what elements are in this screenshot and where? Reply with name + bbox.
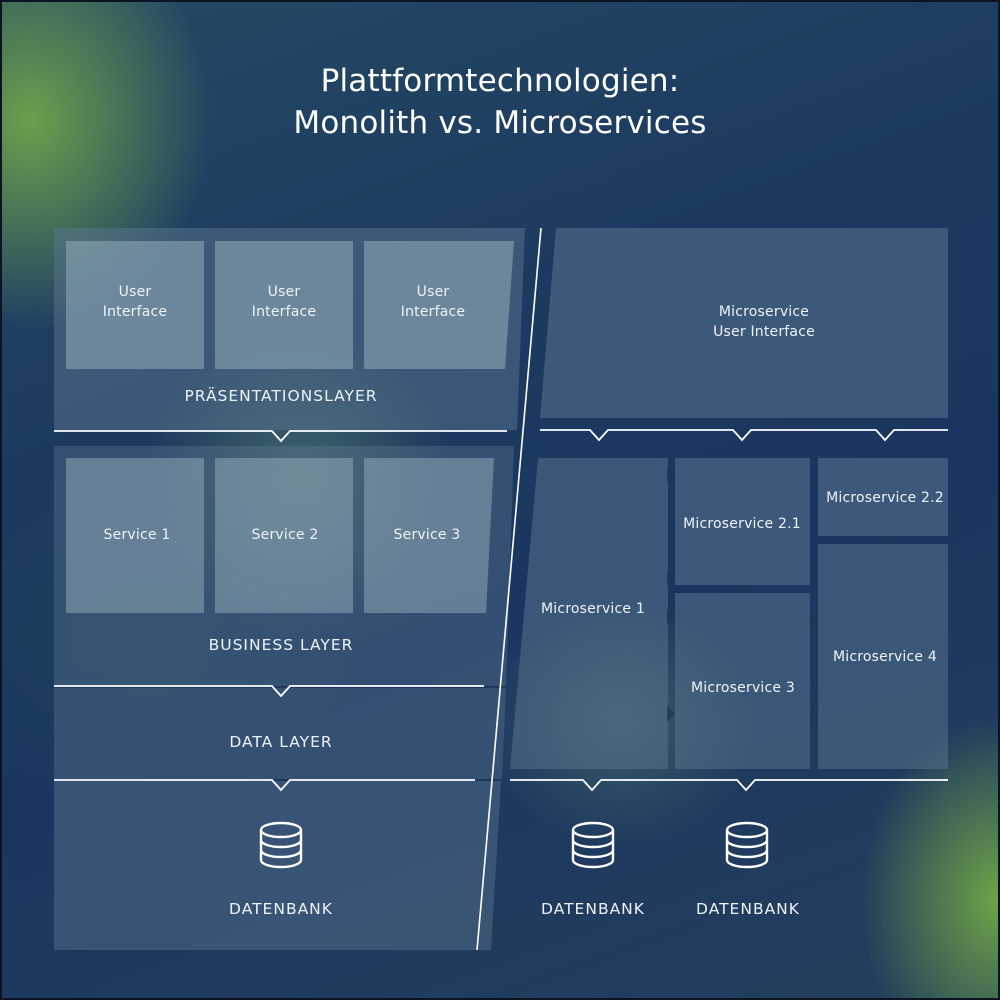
database-icon (571, 821, 615, 869)
service-2-label: Service 2 (252, 527, 319, 543)
microservice-2-1-box (675, 458, 810, 585)
microservice-database-label-1: DATENBANK (541, 900, 645, 918)
user-interface-2-line-2: Interface (252, 304, 316, 320)
service-1-box (66, 458, 204, 613)
microservice-1-box (510, 458, 668, 769)
ui-to-services-connector (540, 429, 948, 442)
microservice-3-box (675, 593, 810, 769)
user-interface-2-line-1: User (268, 284, 301, 300)
user-interface-box-3 (364, 241, 514, 369)
business-layer-label: BUSINESS LAYER (209, 636, 354, 654)
monolith-database-label: DATENBANK (229, 900, 333, 918)
user-interface-box-1 (66, 241, 204, 369)
microservice-2-1-label: Microservice 2.1 (683, 516, 801, 532)
microservice-ui-line-1: Microservice (719, 304, 809, 320)
presentation-layer-label: PRÄSENTATIONSLAYER (184, 386, 377, 405)
service-3-box (364, 458, 494, 613)
microservice-ui-line-2: User Interface (713, 324, 815, 340)
microservice-database-label-2: DATENBANK (696, 900, 800, 918)
service-2-box (215, 458, 353, 613)
business-to-data-connector (54, 685, 484, 698)
services-to-databases-connector (510, 779, 948, 792)
section-divider (476, 227, 542, 951)
database-icon (725, 821, 769, 869)
service-3-label: Service 3 (394, 527, 461, 543)
user-interface-3-line-2: Interface (401, 304, 465, 320)
title-line-1: Plattformtechnologien: (320, 63, 680, 99)
data-layer-panel (54, 688, 506, 779)
microservice-4-label: Microservice 4 (833, 649, 937, 665)
database-layer-panel (54, 781, 501, 950)
user-interface-3-line-1: User (417, 284, 450, 300)
service-1-label: Service 1 (104, 527, 171, 543)
title-line-2: Monolith vs. Microservices (293, 105, 707, 141)
user-interface-box-2 (215, 241, 353, 369)
user-interface-1-line-2: Interface (103, 304, 167, 320)
microservices-architecture: Microservice User Interface Mic (510, 228, 948, 918)
service-connector-notches (667, 467, 892, 728)
microservice-ui-panel (540, 228, 948, 418)
data-to-database-connector (54, 779, 475, 792)
user-interface-1-line-1: User (119, 284, 152, 300)
monolith-architecture: User Interface User Interface User Inter… (54, 228, 525, 950)
data-layer-label: DATA LAYER (229, 733, 332, 751)
microservice-2-2-box (818, 458, 948, 536)
microservice-1-label: Microservice 1 (541, 601, 645, 617)
presentation-to-business-connector (54, 430, 507, 443)
microservice-2-2-label: Microservice 2.2 (826, 490, 944, 506)
microservice-3-label: Microservice 3 (691, 680, 795, 696)
microservice-4-box (818, 544, 948, 769)
